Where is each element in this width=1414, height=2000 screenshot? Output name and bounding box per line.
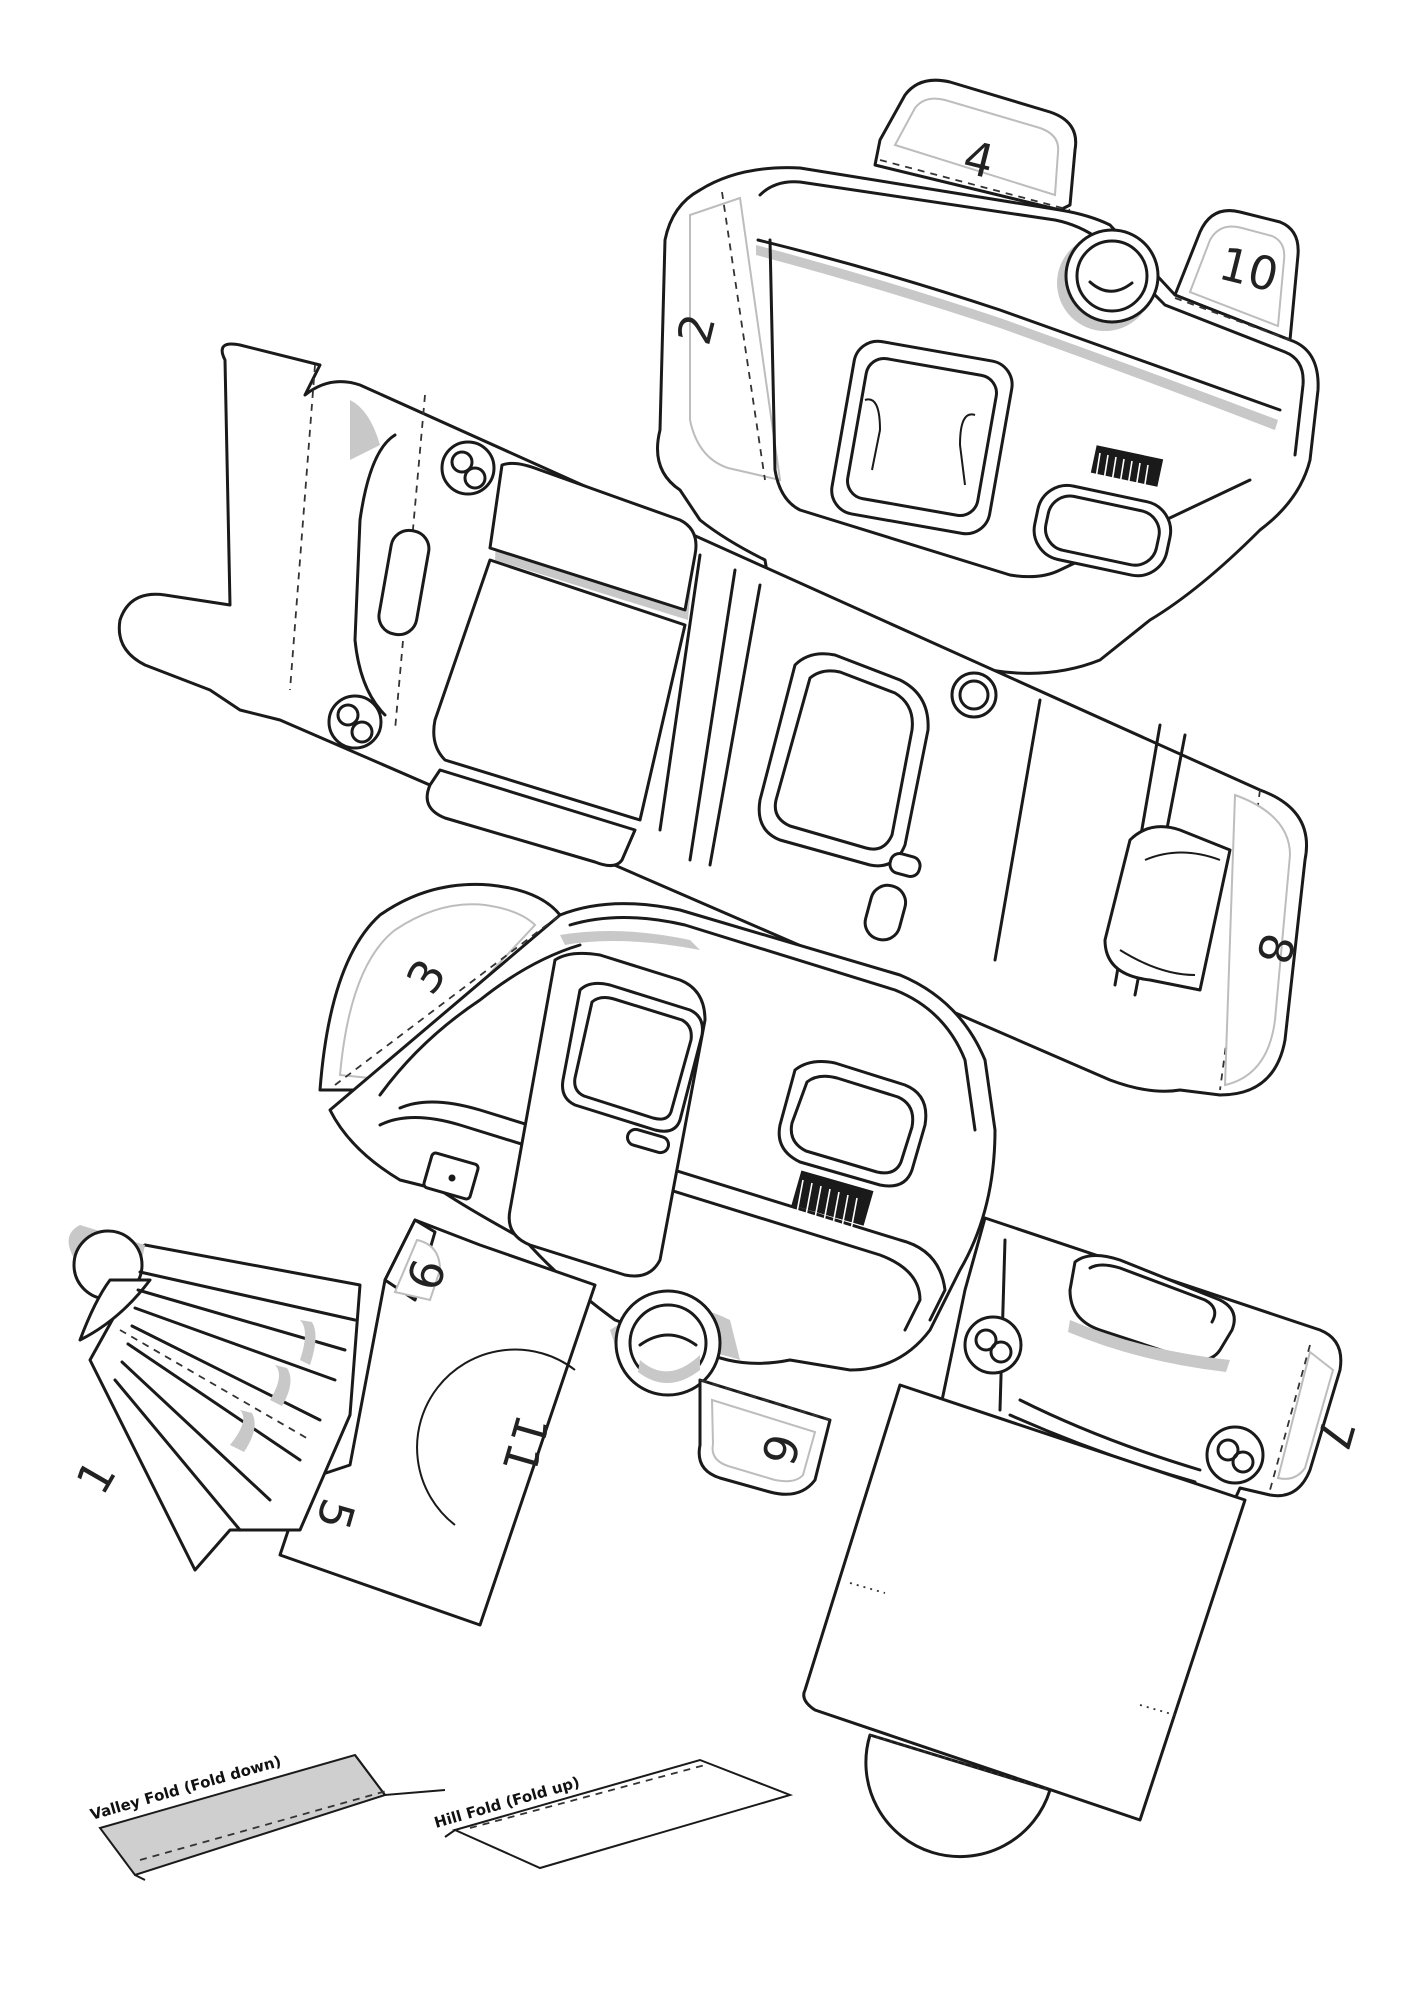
tab-label-1: 1 bbox=[65, 1451, 126, 1503]
base-panel-body bbox=[278, 1218, 597, 1627]
hitch-frame: 1 bbox=[65, 1225, 362, 1572]
fold-legend: Valley Fold (Fold down) Hill Fold (Fold … bbox=[88, 1752, 794, 1881]
hill-fold-legend: Hill Fold (Fold up) bbox=[432, 1758, 794, 1870]
roof-strip: 8 bbox=[117, 342, 1308, 1097]
back-panel: 4 10 2 bbox=[656, 78, 1320, 675]
floor-panel bbox=[802, 1383, 1247, 1859]
valley-fold-legend: Valley Fold (Fold down) bbox=[88, 1752, 446, 1881]
side-panel: 3 bbox=[318, 882, 997, 1397]
